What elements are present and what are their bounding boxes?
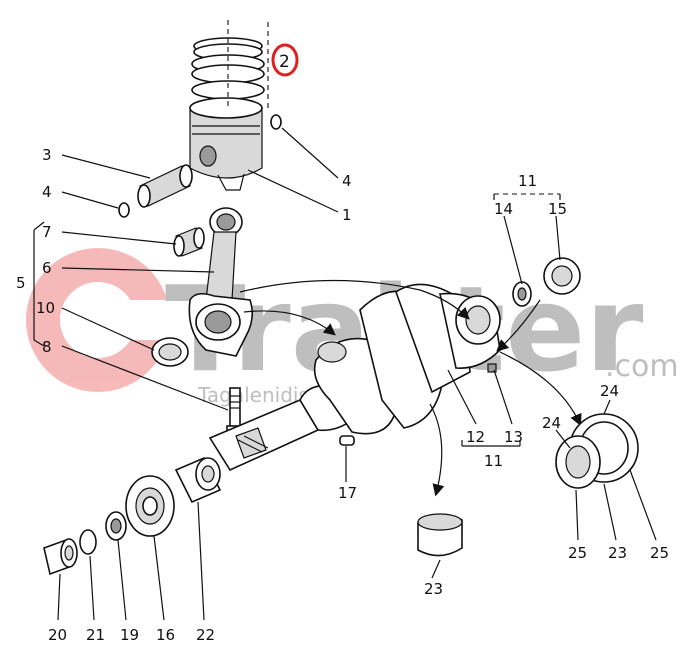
label-16: 16	[156, 626, 175, 644]
leader-lines	[33, 127, 657, 621]
label-11a: 11	[518, 172, 537, 190]
label-23b: 23	[424, 580, 443, 598]
label-22: 22	[196, 626, 215, 644]
crank-gear	[125, 475, 175, 537]
label-19: 19	[120, 626, 139, 644]
label-15: 15	[548, 200, 567, 218]
small-end-bush	[173, 227, 205, 257]
label-13: 13	[504, 428, 523, 446]
label-25a: 25	[568, 544, 587, 562]
svg-text:2: 2	[279, 52, 290, 72]
circlip-right	[270, 114, 282, 130]
label-11b: 11	[484, 452, 503, 470]
label-6: 6	[42, 259, 52, 277]
label-12: 12	[466, 428, 485, 446]
woodruff-key	[339, 435, 355, 446]
label-14: 14	[494, 200, 513, 218]
label-23a: 23	[608, 544, 627, 562]
label-21: 21	[86, 626, 105, 644]
seal-20	[43, 538, 78, 576]
connecting-rod	[188, 207, 254, 357]
piston	[189, 97, 263, 191]
label-17: 17	[338, 484, 357, 502]
label-5: 5	[16, 274, 26, 292]
label-20: 20	[48, 626, 67, 644]
circlip-left	[118, 202, 130, 218]
piston-pin	[137, 164, 193, 208]
label-3: 3	[42, 146, 52, 164]
bearing-22	[174, 456, 222, 504]
label-10: 10	[36, 299, 55, 317]
label-24b: 24	[542, 414, 561, 432]
label-8: 8	[42, 338, 52, 356]
big-end-bearing	[151, 337, 189, 367]
watermark-domain: .com	[605, 349, 679, 384]
label-25b: 25	[650, 544, 669, 562]
watermark-sub: Tagalenidis	[197, 383, 309, 407]
label-1: 1	[342, 206, 352, 224]
flange-bearing	[555, 413, 639, 489]
bush-14	[512, 281, 532, 307]
seal-15	[543, 257, 581, 295]
main-bearing-shell	[417, 513, 463, 557]
label-7: 7	[42, 223, 52, 241]
label-4b: 4	[342, 172, 352, 190]
callout-2: 2	[271, 43, 299, 77]
part-numbers: 3 4 4 1 7 6 5 10 8 11 14 15 12 13 11 17 …	[16, 146, 669, 644]
label-4a: 4	[42, 183, 52, 201]
label-24a: 24	[600, 382, 619, 400]
washer-19	[105, 511, 127, 541]
spacer-21	[79, 529, 97, 555]
